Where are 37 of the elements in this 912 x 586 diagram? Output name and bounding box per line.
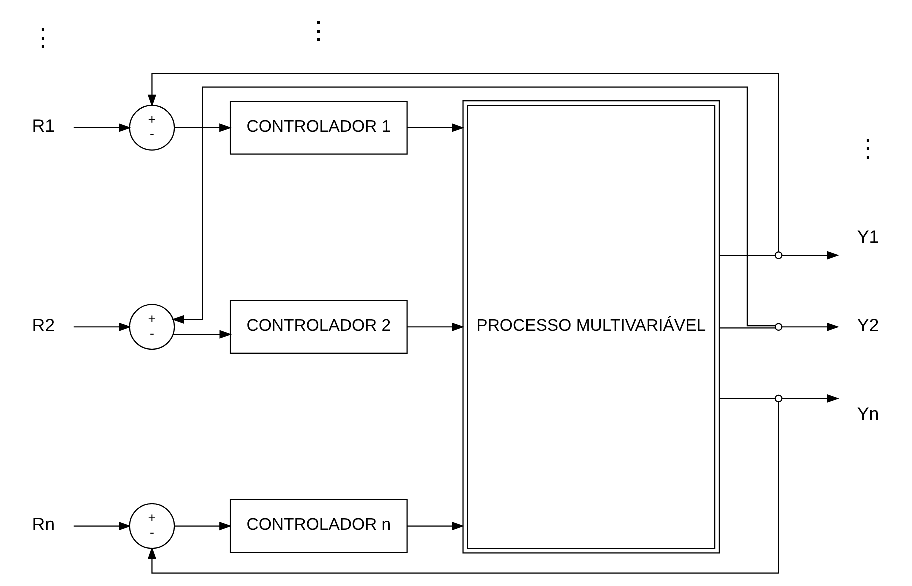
label: ⋮ (306, 18, 332, 46)
label: ⋮ (856, 136, 881, 163)
node-box: CONTROLADOR 1 (230, 101, 408, 155)
connector (720, 254, 776, 256)
node-box: CONTROLADOR 2 (230, 300, 408, 354)
label: ⋮ (31, 24, 56, 52)
connector (720, 398, 776, 400)
node-circle: + - (129, 503, 176, 550)
arrow (172, 86, 776, 327)
arrow (148, 402, 780, 574)
arrow (74, 522, 132, 531)
arrow (782, 394, 840, 404)
node-circle (774, 323, 783, 332)
node-text: R1 (32, 116, 56, 136)
arrow (407, 124, 464, 132)
node-circle (774, 394, 783, 403)
node-text: R2 (32, 315, 56, 336)
arrow (782, 251, 840, 260)
node-circle (774, 252, 783, 260)
node-text: Y1 (857, 226, 880, 247)
arrow (407, 522, 464, 531)
node-box: CONTROLADOR n (230, 499, 408, 554)
node-text: Y2 (857, 315, 880, 336)
arrow (782, 322, 840, 332)
node-text: Rn (32, 514, 56, 535)
node-circle: + - (129, 105, 176, 151)
arrow (148, 72, 780, 252)
arrow (74, 322, 132, 332)
node-box: PROCESSO MULTIVARIÁVEL (462, 100, 720, 554)
arrow (74, 124, 132, 132)
arrow (407, 322, 464, 332)
arrow (174, 522, 232, 531)
node-text: Yn (857, 404, 880, 424)
connector (720, 328, 776, 329)
node-circle: + - (129, 304, 176, 350)
arrow (174, 124, 232, 132)
arrow (173, 330, 232, 339)
